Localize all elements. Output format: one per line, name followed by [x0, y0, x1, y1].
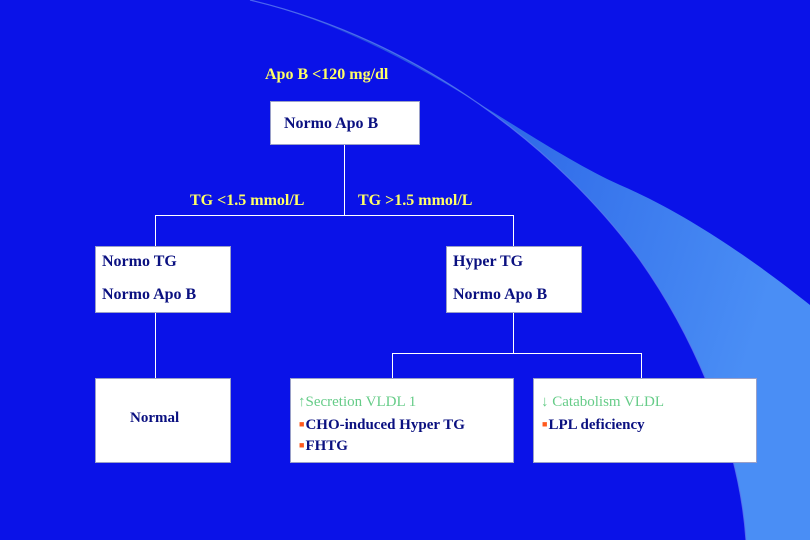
right-condition-label: TG >1.5 mmol/L: [358, 192, 473, 209]
normo-tg-line1: Normo TG: [102, 253, 177, 270]
catabolism-node: ↓ Catabolism VLDL ■LPL deficiency: [533, 378, 757, 463]
hyper-tg-line1: Hyper TG: [453, 253, 524, 270]
connector-right-drop: [513, 215, 514, 246]
bullet-icon: ■: [542, 419, 548, 429]
left-condition-label: TG <1.5 mmol/L: [190, 192, 305, 209]
connector-left-drop: [155, 215, 156, 246]
catabolism-heading: ↓ Catabolism VLDL: [541, 394, 664, 411]
hyper-tg-node: Hyper TG Normo Apo B: [446, 246, 582, 313]
secretion-item: ■FHTG: [299, 438, 348, 455]
hyper-tg-line2: Normo Apo B: [453, 286, 548, 303]
connector-root-down: [344, 145, 345, 216]
connector-right-down: [513, 313, 514, 354]
catabolism-item-text: LPL deficiency: [548, 417, 645, 433]
secretion-node: ↑Secretion VLDL 1 ■CHO-induced Hyper TG …: [290, 378, 514, 463]
root-condition-label: Apo B <120 mg/dl: [265, 66, 389, 83]
connector-level2-horizontal: [392, 353, 642, 354]
root-node: Normo Apo B: [270, 101, 420, 145]
secretion-heading-text: Secretion VLDL 1: [305, 394, 417, 410]
bullet-icon: ■: [299, 419, 305, 429]
catabolism-item: ■LPL deficiency: [542, 417, 645, 434]
secretion-item-text: CHO-induced Hyper TG: [305, 417, 465, 433]
connector-left-to-normal: [155, 313, 156, 378]
bullet-icon: ■: [299, 440, 305, 450]
normal-node: Normal: [95, 378, 231, 463]
secretion-item-text: FHTG: [305, 438, 348, 454]
secretion-item: ■CHO-induced Hyper TG: [299, 417, 465, 434]
connector-level1-horizontal: [155, 215, 514, 216]
secretion-heading: ↑Secretion VLDL 1: [298, 394, 416, 411]
normo-tg-node: Normo TG Normo Apo B: [95, 246, 231, 313]
down-arrow-icon: ↓: [541, 394, 549, 410]
catabolism-heading-text: Catabolism VLDL: [552, 394, 665, 410]
normo-tg-line2: Normo Apo B: [102, 286, 197, 303]
connector-secretion-drop: [392, 353, 393, 378]
root-node-title: Normo Apo B: [284, 115, 379, 132]
connector-catabolism-drop: [641, 353, 642, 378]
normal-node-text: Normal: [130, 410, 180, 426]
up-arrow-icon: ↑: [298, 394, 306, 410]
